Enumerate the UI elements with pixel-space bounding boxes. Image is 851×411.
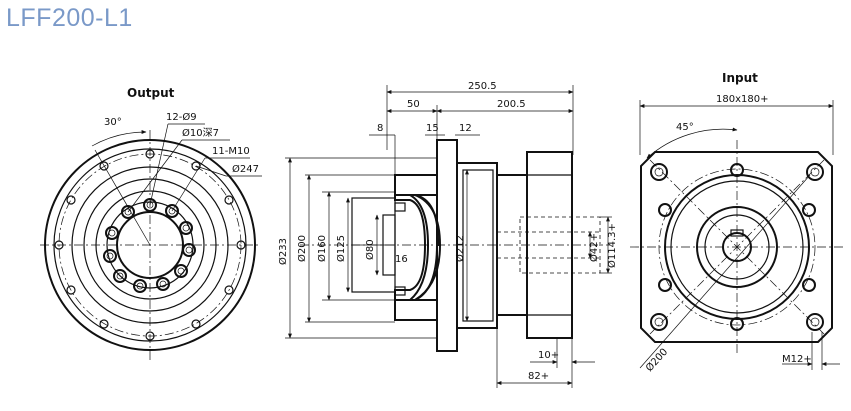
input-square: 180x180+ bbox=[716, 94, 768, 105]
input-corner-holes bbox=[650, 163, 824, 331]
output-holes-a: 12-Ø9 bbox=[166, 111, 197, 123]
dia-233: Ø233 bbox=[277, 238, 289, 265]
drawing-title: LFF200-L1 bbox=[6, 4, 133, 32]
dia-160: Ø160 bbox=[316, 235, 328, 262]
input-thread: M12+ bbox=[782, 354, 812, 365]
dia-114: Ø114.3+ bbox=[606, 223, 618, 268]
input-view: Input 180x180+ bbox=[630, 71, 845, 374]
side-view: 250.5 50 200.5 8 15 12 bbox=[277, 81, 618, 388]
dia-125: Ø125 bbox=[335, 235, 347, 262]
output-view: Output bbox=[40, 86, 262, 362]
dim-12: 12 bbox=[459, 123, 472, 134]
dim-body-len: 200.5 bbox=[497, 99, 526, 110]
dia-42: Ø42+ bbox=[588, 233, 600, 262]
output-holes-b: Ø10深7 bbox=[182, 127, 219, 139]
output-angle: 30° bbox=[104, 117, 122, 128]
outer-holes bbox=[54, 149, 246, 341]
input-angle: 45° bbox=[676, 122, 694, 133]
dim-82: 82+ bbox=[528, 371, 549, 382]
dim-16: 16 bbox=[395, 254, 408, 265]
dim-15: 15 bbox=[426, 123, 439, 134]
dia-212: Ø212 bbox=[454, 235, 466, 262]
dim-overall: 250.5 bbox=[468, 81, 497, 92]
dim-10: 10+ bbox=[538, 350, 559, 361]
dim-8: 8 bbox=[377, 123, 383, 134]
dia-80: Ø80 bbox=[364, 239, 376, 260]
input-mid-holes bbox=[658, 163, 816, 331]
output-label: Output bbox=[127, 86, 175, 100]
input-label: Input bbox=[722, 71, 758, 85]
dia-200: Ø200 bbox=[296, 235, 308, 262]
output-thread: 11-M10 bbox=[212, 146, 250, 157]
dim-flange-len: 50 bbox=[407, 99, 420, 110]
output-pcd: Ø247 bbox=[232, 163, 259, 175]
